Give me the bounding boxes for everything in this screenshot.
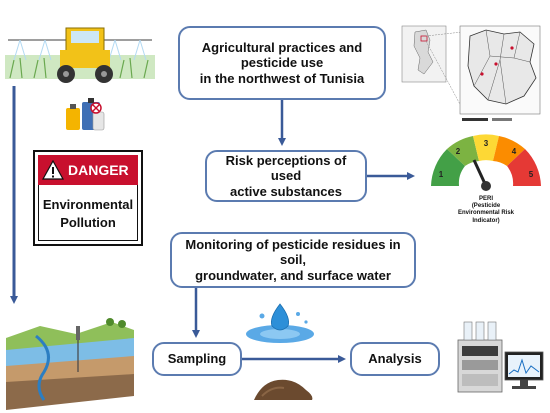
sampling-label: Sampling [167, 351, 227, 367]
agricultural-practices-line-2: pesticide use [240, 55, 324, 71]
agricultural-practices-line-1: Agricultural practices and [201, 39, 363, 55]
monitoring-line-1: Monitoring of pesticide residues in soil… [185, 236, 401, 268]
water-droplet-icon [246, 303, 314, 343]
peri-caption-line-1: PERI [478, 196, 493, 202]
danger-header-text: DANGER [68, 162, 129, 178]
tunisia-map-icon [398, 20, 543, 130]
monitoring-box: Monitoring of pesticide residues in soil… [170, 232, 416, 288]
risk-perceptions-box: Risk perceptions of used active substanc… [205, 150, 367, 202]
risk-perceptions-line-2: active substances [229, 183, 342, 199]
gauge-segment-1: 1 [439, 170, 444, 179]
peri-caption-line-4: Indicator) [472, 217, 500, 224]
peri-gauge-icon: 1 2 3 4 5 [431, 134, 541, 191]
gauge-segment-3: 3 [484, 139, 489, 148]
warning-triangle-icon [42, 160, 64, 180]
analysis-box: Analysis [350, 342, 440, 376]
agricultural-practices-box: Agricultural practices and pesticide use… [178, 26, 386, 100]
soil-pile-icon [254, 379, 313, 400]
danger-sign: DANGER Environmental Pollution [33, 150, 143, 246]
analysis-label: Analysis [368, 351, 422, 367]
monitoring-line-2: groundwater, and surface water [195, 267, 391, 283]
sampling-box: Sampling [152, 342, 242, 376]
danger-body-line-2: Pollution [60, 215, 116, 230]
gauge-segment-5: 5 [529, 170, 534, 179]
danger-header: DANGER [38, 155, 138, 185]
agricultural-practices-line-3: in the northwest of Tunisia [199, 70, 365, 86]
landscape-layers-icon [6, 318, 134, 410]
risk-perceptions-line-1: Risk perceptions of used [225, 152, 347, 184]
pesticide-bottles-icon [66, 98, 105, 131]
laboratory-instrument-icon [457, 321, 544, 393]
peri-caption-line-2: (Pesticide [471, 203, 501, 210]
peri-gauge-caption: PERI (Pesticide Environmental Risk Indic… [440, 196, 532, 225]
tractor-sprayer-icon [5, 27, 155, 83]
danger-body: Environmental Pollution [38, 190, 138, 238]
danger-body-line-1: Environmental [42, 197, 134, 213]
peri-caption-line-3: Environmental Risk [457, 210, 514, 217]
gauge-segment-4: 4 [512, 147, 517, 156]
gauge-segment-2: 2 [456, 147, 461, 156]
